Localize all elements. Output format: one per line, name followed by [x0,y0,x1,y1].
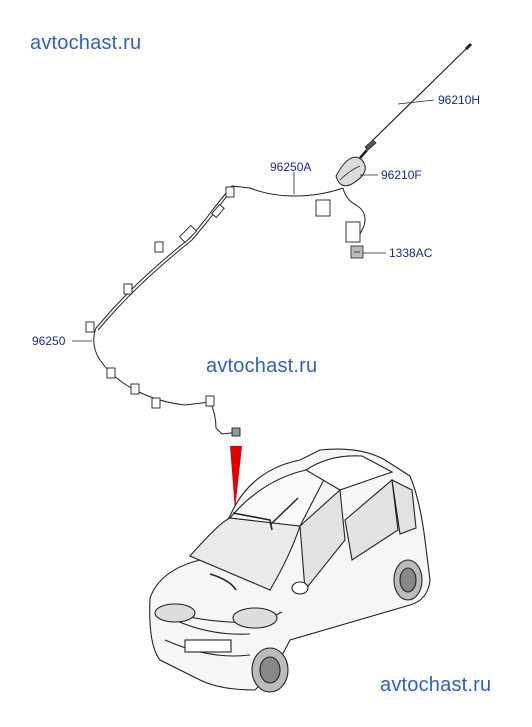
bolt [350,245,364,259]
antenna-pole [359,42,473,159]
watermark-top: avtochast.ru [30,32,142,54]
part-label-96210h: 96210H [438,93,481,107]
watermark-middle: avtochast.ru [206,355,318,377]
part-label-96250: 96250 [32,334,66,348]
part-label-96210f: 96210F [381,168,422,182]
car-illustration [149,448,431,693]
watermark-bottom: avtochast.ru [380,674,492,696]
antenna-base [335,156,366,187]
leader-lines [72,99,435,342]
part-label-1338ac: 1338AC [389,246,433,260]
cable [93,185,366,435]
part-label-96250a: 96250A [270,160,312,174]
red-pointer [230,446,242,510]
cable-clips [85,186,361,437]
